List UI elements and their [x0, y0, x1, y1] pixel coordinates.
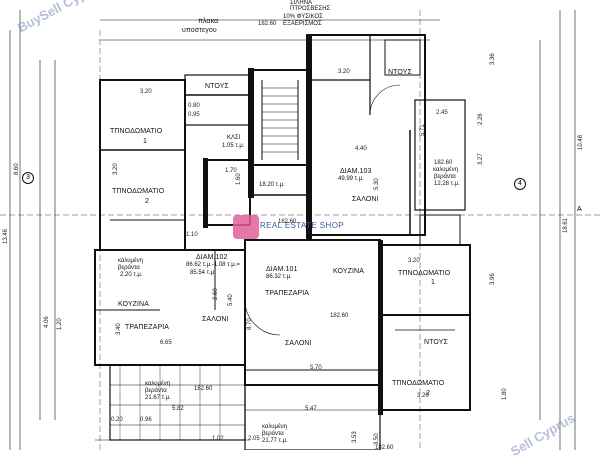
dim-860-v: 8.60: [14, 163, 20, 175]
dim-353-v: 3.53: [352, 431, 358, 443]
dim-440: 4.40: [355, 146, 367, 152]
apt-103-area: 49.99 τ.μ.: [338, 176, 364, 182]
apt-101-label: ΔΙΑΜ.101: [266, 266, 298, 273]
veranda-bottom2-1: καλυμένη: [262, 424, 288, 430]
dim-320-d: 3.20: [417, 393, 429, 399]
dim-571-v: 5.71: [420, 124, 426, 136]
dim-226-v: 2.26: [478, 113, 484, 125]
dim-350-v: 3.50: [374, 433, 380, 445]
dim-095: 0.95: [188, 112, 200, 118]
veranda-bottom-2: βεράντα: [145, 388, 167, 394]
apt-101-area: 86.32 τ.μ.: [266, 274, 292, 280]
grid-axis-right: 4: [514, 178, 526, 190]
room-bedroom-1-left-num: 1: [143, 138, 147, 145]
dim-205: 2.05: [248, 436, 260, 442]
apt-102-area-1: 86.62 τ.μ.-1.08 τ.μ.=: [186, 262, 240, 268]
room-saloni-102: ΣΑΛΟΝΙ: [202, 316, 229, 323]
dim-160-v: 1.60: [236, 173, 242, 185]
dim-1048-v: 10.48: [578, 134, 584, 150]
note-ptrosvesis: ΠΤΡΟΣΒΕΣΗΣ: [290, 6, 331, 12]
dim-396-v: 3.96: [490, 273, 496, 285]
note-slab-2: υποστεγου: [182, 27, 217, 34]
dim-180-v: 1.80: [502, 388, 508, 400]
room-dining-101: ΤΡΑΠΕΖΑΡΙΑ: [265, 290, 310, 297]
room-closet-left: ΚΛΣΙ: [227, 135, 241, 141]
dim-320-a: 3.20: [140, 89, 152, 95]
dim-870-v: 8.70: [247, 318, 253, 330]
level-lift: 182.60: [278, 219, 297, 225]
dim-320-v1: 3.20: [113, 163, 119, 175]
apt-103-label: ΔΙΑΜ.103: [340, 168, 372, 175]
dim-170: 1.70: [225, 168, 237, 174]
room-bedroom-2-right-num: 2: [426, 390, 430, 397]
dim-327-v: 3.27: [478, 153, 484, 165]
dim-1346-v: 13.46: [3, 228, 9, 244]
room-bedroom-1-left: ΤΠΝΟΔΩΜΑΤΙΟ: [110, 128, 163, 135]
grid-axis-left: 3: [22, 172, 34, 184]
room-dining-102: ΤΡΑΠΕΖΑΡΙΑ: [125, 324, 170, 331]
level-center: 182.60: [330, 313, 349, 319]
room-bedroom-2-left: ΤΠΝΟΔΩΜΑΤΙΟ: [112, 188, 165, 195]
dim-102: 1.02: [212, 436, 224, 442]
room-bedroom-2-right: ΤΠΝΟΔΩΜΑΤΙΟ: [392, 380, 445, 387]
room-bedroom-1-right: ΤΠΝΟΔΩΜΑΤΙΟ: [398, 270, 451, 277]
note-silina: ΣΙΛΗΝΑ: [290, 0, 313, 6]
room-wc-top-left: ΝΤΟΥΣ: [205, 83, 229, 90]
note-fysikos: 10% ΦΥΣΙΚΟΣ: [283, 14, 323, 20]
level-top: 182.60: [258, 21, 277, 27]
veranda-left-2: βεράντα: [118, 265, 140, 271]
dim-080: 0.80: [188, 103, 200, 109]
dim-320-b: 3.20: [338, 69, 350, 75]
room-kitchen-101: ΚΟΥΖΙΝΑ: [333, 268, 364, 275]
apt-102-label: ΔΙΑΜ.102: [196, 254, 228, 261]
dim-406-v: 4.06: [44, 316, 50, 328]
room-saloni-103: ΣΑΛΟΝΙ: [352, 196, 379, 203]
level-bottom-left: 182.60: [194, 386, 213, 392]
dim-582: 5.82: [172, 406, 184, 412]
veranda-right-2: βεράντα: [434, 174, 456, 180]
level-right: 182.60: [434, 160, 453, 166]
note-exaerismos: ΕΞΑΕΡΙΣΜΟΣ: [283, 21, 322, 27]
dim-547: 5.47: [305, 406, 317, 412]
dim-540-v: 5.40: [228, 294, 234, 306]
dim-120-v: 1.20: [57, 318, 63, 330]
dim-096: 0.96: [140, 417, 152, 423]
lift-area: 18.20 τ.μ.: [259, 182, 285, 188]
veranda-right-1: καλυμένη: [433, 167, 459, 173]
dim-340-v: 3.40: [116, 323, 122, 335]
level-bottom: 182.60: [375, 445, 394, 451]
dim-020: 0.20: [111, 417, 123, 423]
room-bedroom-2-left-num: 2: [145, 198, 149, 205]
veranda-right-area: 12.28 τ.μ.: [434, 181, 460, 187]
veranda-bottom-1: καλυμένη: [145, 381, 171, 387]
dim-110: 1.10: [186, 232, 198, 238]
room-wc-top-right: ΝΤΟΥΣ: [388, 69, 412, 76]
shop-logo-icon: [233, 215, 259, 239]
veranda-bottom2-2: βεράντα: [262, 431, 284, 437]
room-closet-left-area: 1.05 τ.μ.: [222, 143, 245, 149]
room-saloni-101: ΣΑΛΟΝΙ: [285, 340, 312, 347]
apt-102-area-2: 85.54 τ.μ.: [190, 270, 216, 276]
room-bedroom-1-right-num: 1: [431, 279, 435, 286]
veranda-left-area: 2.20 τ.μ.: [120, 272, 143, 278]
room-wc-bottom-right: ΝΤΟΥΣ: [424, 339, 448, 346]
dim-320-c: 3.20: [408, 258, 420, 264]
dim-336-v: 3.36: [490, 53, 496, 65]
section-mark-a: A: [577, 206, 582, 213]
room-kitchen-102: ΚΟΥΖΙΝΑ: [118, 301, 149, 308]
watermark-center: REAL ESTATE SHOP: [260, 221, 345, 230]
dim-245: 2.45: [436, 110, 448, 116]
note-slab-1: πλακα: [198, 18, 219, 25]
dim-570: 5.70: [310, 365, 322, 371]
dim-665: 6.65: [160, 340, 172, 346]
dim-1861-v: 18.61: [563, 217, 569, 233]
veranda-bottom-area: 21.67 τ.μ.: [145, 395, 171, 401]
veranda-bottom2-area: 21.77 τ.μ.: [262, 438, 288, 444]
dim-530-v: 5.30: [374, 178, 380, 190]
veranda-left-1: καλυμένη: [118, 258, 144, 264]
dim-260-v: 2.60: [213, 288, 219, 300]
